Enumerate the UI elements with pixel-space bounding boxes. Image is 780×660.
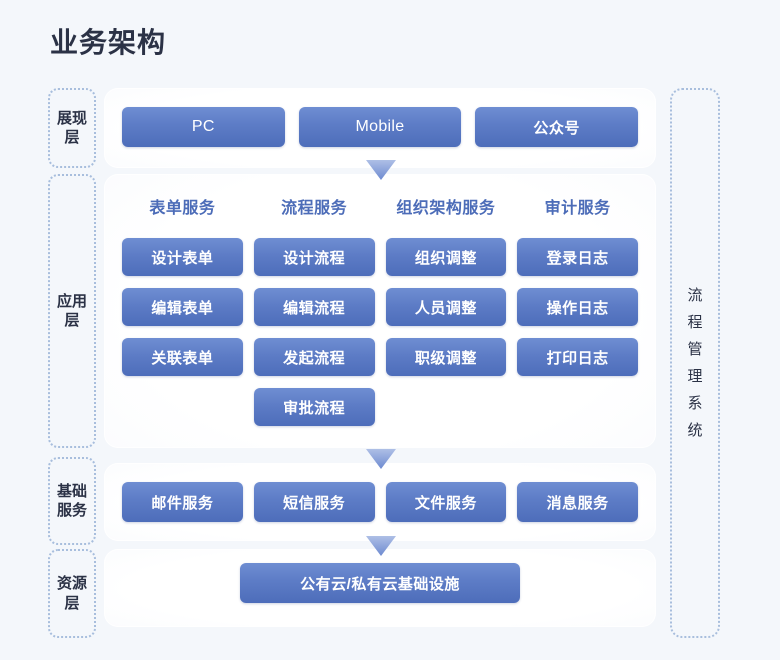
layer-tag-resource: 资源层 [48, 549, 96, 638]
app-item-staff-adjust[interactable]: 人员调整 [385, 288, 507, 326]
arrow-application-to-basic [366, 449, 396, 471]
column-header-audit-service: 审计服务 [544, 200, 611, 217]
layer-tag-application-label: 应用层 [56, 292, 87, 329]
app-item-relate-form[interactable]: 关联表单 [122, 338, 243, 376]
application-layer-columns: 表单服务 设计表单 编辑表单 关联表单 流程服务 设计流程 编辑流程 发起流程 … [122, 196, 638, 426]
application-column-process-service: 流程服务 设计流程 编辑流程 发起流程 审批流程 [253, 196, 375, 426]
app-item-org-adjust[interactable]: 组织调整 [385, 238, 507, 276]
app-item-rank-adjust[interactable]: 职级调整 [385, 338, 507, 376]
app-item-approve-process[interactable]: 审批流程 [253, 388, 375, 426]
layer-tag-basic-services: 基础服务 [48, 457, 96, 545]
app-item-login-log[interactable]: 登录日志 [517, 238, 638, 276]
system-scope-label: 流程管理系统 [687, 287, 703, 439]
application-column-audit-service: 审计服务 登录日志 操作日志 打印日志 [517, 196, 638, 426]
app-item-edit-process[interactable]: 编辑流程 [253, 288, 375, 326]
app-item-design-form[interactable]: 设计表单 [122, 238, 243, 276]
application-column-org-service: 组织架构服务 组织调整 人员调整 职级调整 [385, 196, 507, 426]
arrow-presentation-to-application [366, 160, 396, 182]
app-item-print-log[interactable]: 打印日志 [517, 338, 638, 376]
basic-services-items: 邮件服务 短信服务 文件服务 消息服务 [122, 482, 638, 522]
basic-item-mail-service[interactable]: 邮件服务 [122, 482, 243, 522]
app-item-start-process[interactable]: 发起流程 [253, 338, 375, 376]
presentation-item-mobile[interactable]: Mobile [298, 107, 462, 147]
resource-layer-items: 公有云/私有云基础设施 [240, 563, 520, 603]
presentation-layer-items: PC Mobile 公众号 [122, 107, 639, 147]
layer-tag-presentation: 展现层 [48, 88, 96, 168]
presentation-item-official-account[interactable]: 公众号 [475, 107, 639, 147]
basic-item-sms-service[interactable]: 短信服务 [253, 482, 375, 522]
app-item-operation-log[interactable]: 操作日志 [517, 288, 638, 326]
layer-tag-resource-label: 资源层 [56, 575, 87, 612]
column-header-form-service: 表单服务 [149, 200, 216, 217]
layer-tag-application: 应用层 [48, 174, 96, 448]
application-column-form-service: 表单服务 设计表单 编辑表单 关联表单 [122, 196, 243, 426]
basic-item-file-service[interactable]: 文件服务 [385, 482, 507, 522]
system-scope-tag: 流程管理系统 [670, 88, 720, 638]
resource-item-cloud-infrastructure[interactable]: 公有云/私有云基础设施 [240, 563, 520, 603]
arrow-basic-to-resource [366, 536, 396, 558]
page-title: 业务架构 [50, 27, 167, 58]
layer-tag-presentation-label: 展现层 [56, 109, 87, 146]
app-item-design-process[interactable]: 设计流程 [253, 238, 375, 276]
basic-item-message-service[interactable]: 消息服务 [517, 482, 638, 522]
app-item-edit-form[interactable]: 编辑表单 [122, 288, 243, 326]
column-header-process-service: 流程服务 [281, 200, 348, 217]
column-header-org-service: 组织架构服务 [396, 200, 496, 217]
layer-tag-basic-services-label: 基础服务 [56, 482, 87, 519]
presentation-item-pc[interactable]: PC [122, 107, 285, 147]
